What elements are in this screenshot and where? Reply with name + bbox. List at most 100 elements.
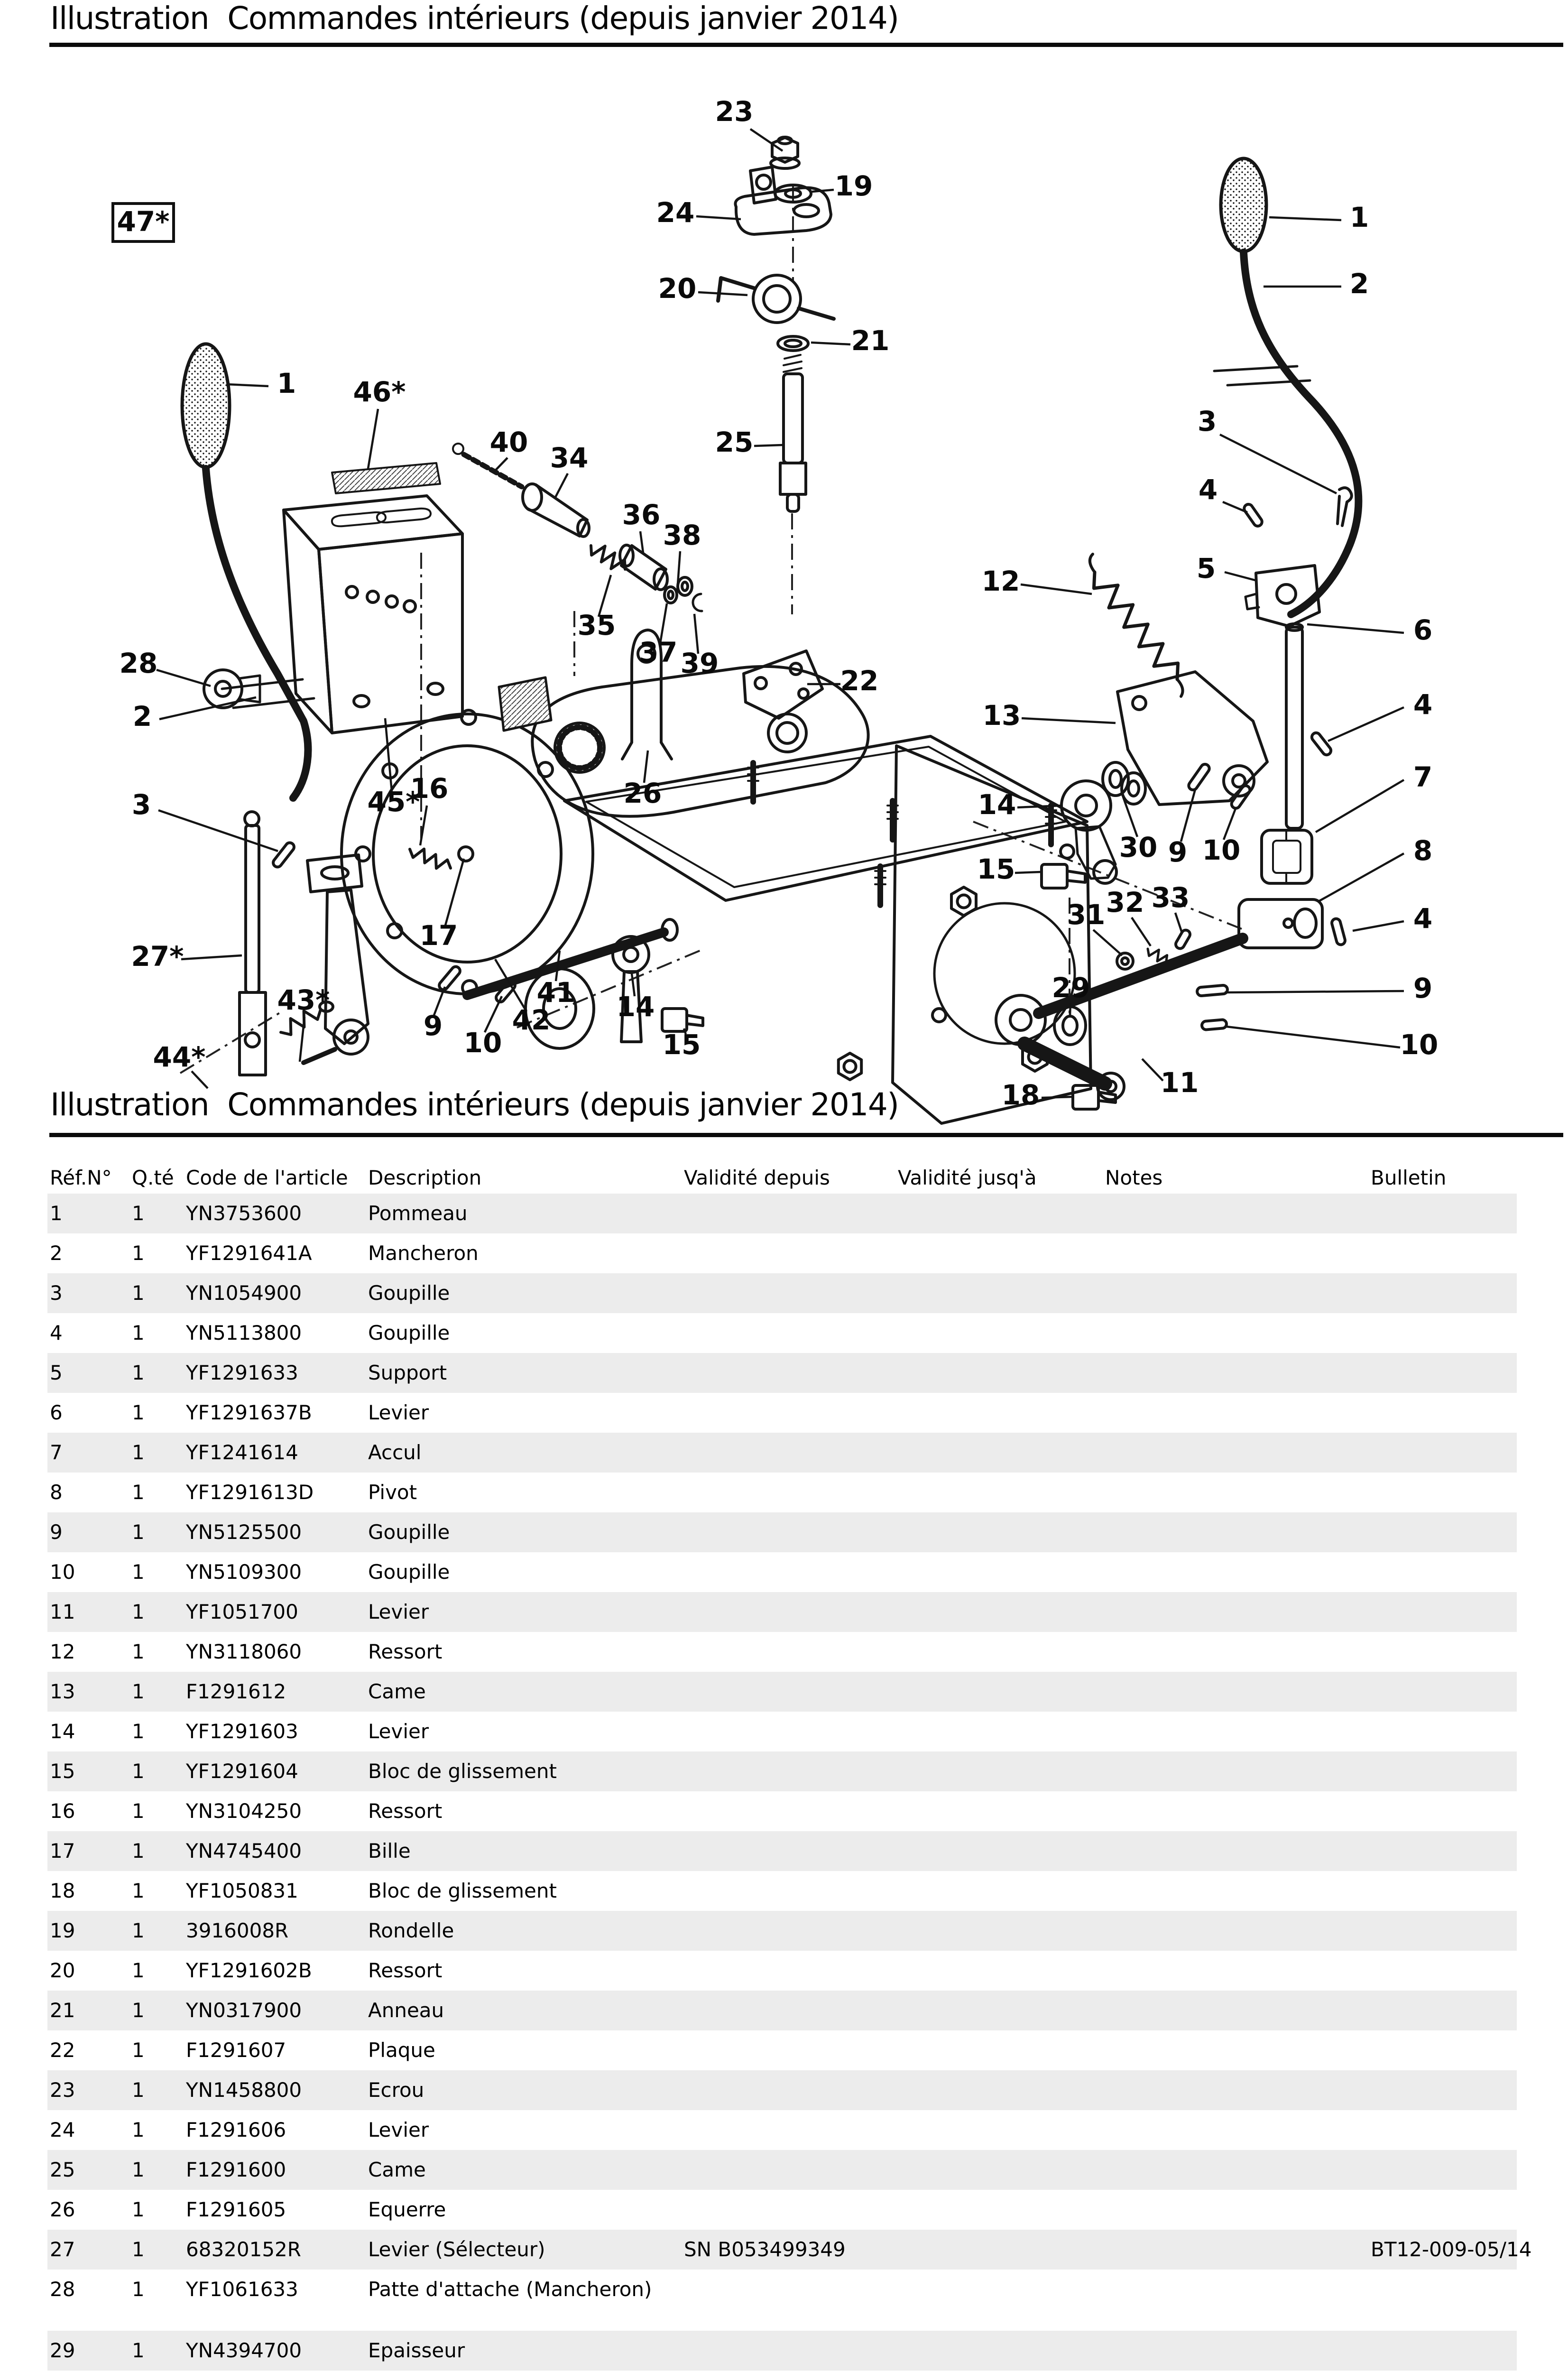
part-number-label: 17 xyxy=(420,919,458,952)
cell-qty: 1 xyxy=(132,1680,145,1703)
pin xyxy=(1196,983,1229,998)
cell-ref: 28 xyxy=(50,2278,75,2301)
cell-qty: 1 xyxy=(132,2038,145,2062)
cell-desc: Accul xyxy=(368,1441,422,1464)
hex-bolt xyxy=(950,886,978,917)
sticker xyxy=(331,462,441,494)
cell-desc: Ressort xyxy=(368,1640,443,1663)
cell-qty: 1 xyxy=(132,1202,145,1225)
leader-line xyxy=(191,1070,209,1089)
leader-line xyxy=(156,668,211,687)
part-number-label: 13 xyxy=(983,699,1021,732)
column-header-desc: Description xyxy=(368,1166,482,1189)
stud xyxy=(886,798,899,843)
hex-bolt-core xyxy=(842,1059,858,1074)
leader-line xyxy=(433,986,446,1016)
cell-qty: 1 xyxy=(132,1720,145,1743)
cell-ref: 25 xyxy=(50,2158,75,2181)
spring xyxy=(1146,947,1174,968)
leader-line xyxy=(298,1017,306,1062)
cell-ref: 5 xyxy=(50,1361,63,1384)
cell-ref: 17 xyxy=(50,1839,75,1862)
cell-ref: 21 xyxy=(50,1999,75,2022)
part-number-label: 29 xyxy=(1052,972,1090,1004)
leader-line xyxy=(1315,779,1405,833)
cell-code: F1291600 xyxy=(186,2158,286,2181)
cell-code: F1291605 xyxy=(186,2198,286,2221)
leader-line xyxy=(1174,912,1183,933)
cell-code: YF1291613D xyxy=(186,1481,314,1504)
hex-bolt-core xyxy=(1027,1049,1043,1065)
leader-line xyxy=(698,291,748,296)
pin xyxy=(1174,928,1191,950)
leader-line xyxy=(659,603,668,644)
leader-line xyxy=(1131,917,1152,947)
leader-line xyxy=(1226,1025,1401,1049)
part-number-label: 4 xyxy=(1413,688,1432,721)
part-number-label: 30 xyxy=(1119,831,1158,863)
cell-ref: 20 xyxy=(50,1959,75,1982)
pin xyxy=(272,841,295,869)
cell-code: YF1051700 xyxy=(186,1600,298,1623)
cell-code: 3916008R xyxy=(186,1919,289,1942)
part-number-label: 37 xyxy=(639,636,678,668)
leader-line xyxy=(159,696,257,721)
leader-line xyxy=(1041,1095,1073,1099)
cell-ref: 11 xyxy=(50,1600,75,1623)
part-number-label: 34 xyxy=(550,442,589,474)
diagram-leader-lines xyxy=(156,128,1405,1099)
part-number-label: 4 xyxy=(1199,473,1218,506)
cell-code: YF1291641A xyxy=(186,1242,312,1265)
cell-qty: 1 xyxy=(132,2078,145,2102)
part-number-label: 31 xyxy=(1067,899,1106,931)
cell-desc: Epaisseur xyxy=(368,2339,465,2362)
part-number-label: 27* xyxy=(131,940,184,973)
gear-knob-left xyxy=(180,342,231,469)
pin xyxy=(1310,731,1333,757)
column-header-valid_to: Validité jusq'à xyxy=(898,1166,1037,1189)
leader-line xyxy=(494,958,527,1012)
part-number-label: 1 xyxy=(277,367,296,399)
part-number-label: 7 xyxy=(1413,761,1432,793)
cell-desc: Came xyxy=(368,2158,426,2181)
cell-code: F1291607 xyxy=(186,2038,286,2062)
part-number-label: 2 xyxy=(133,700,152,732)
cell-qty: 1 xyxy=(132,1441,145,1464)
cell-ref: 26 xyxy=(50,2198,75,2221)
part-number-label: 8 xyxy=(1413,834,1432,867)
part-number-label: 44* xyxy=(153,1041,205,1073)
part-number-label: 23 xyxy=(715,95,754,128)
leader-line xyxy=(443,858,465,927)
part-number-label: 6 xyxy=(1413,614,1432,646)
hex-bolt-core xyxy=(956,893,972,909)
cell-qty: 1 xyxy=(132,2278,145,2301)
leader-line xyxy=(419,805,428,846)
cell-qty: 1 xyxy=(132,1361,145,1384)
part-number-label: 3 xyxy=(1198,405,1217,437)
part-number-label: 22 xyxy=(840,665,879,697)
cell-qty: 1 xyxy=(132,1839,145,1862)
pin xyxy=(1243,503,1264,528)
cell-code: YN5113800 xyxy=(186,1321,302,1344)
cell-ref: 3 xyxy=(50,1281,63,1305)
cell-ref: 10 xyxy=(50,1560,75,1584)
cell-code: YN1054900 xyxy=(186,1281,302,1305)
cell-qty: 1 xyxy=(132,1481,145,1504)
spring xyxy=(590,544,627,571)
diagram-springs-pins xyxy=(272,503,1347,1081)
cell-qty: 1 xyxy=(132,2339,145,2362)
stud xyxy=(874,863,886,908)
cell-desc: Ressort xyxy=(368,1959,443,1982)
construction-lines xyxy=(179,186,1242,1074)
cell-desc: Pivot xyxy=(368,1481,417,1504)
cell-ref: 29 xyxy=(50,2339,75,2362)
